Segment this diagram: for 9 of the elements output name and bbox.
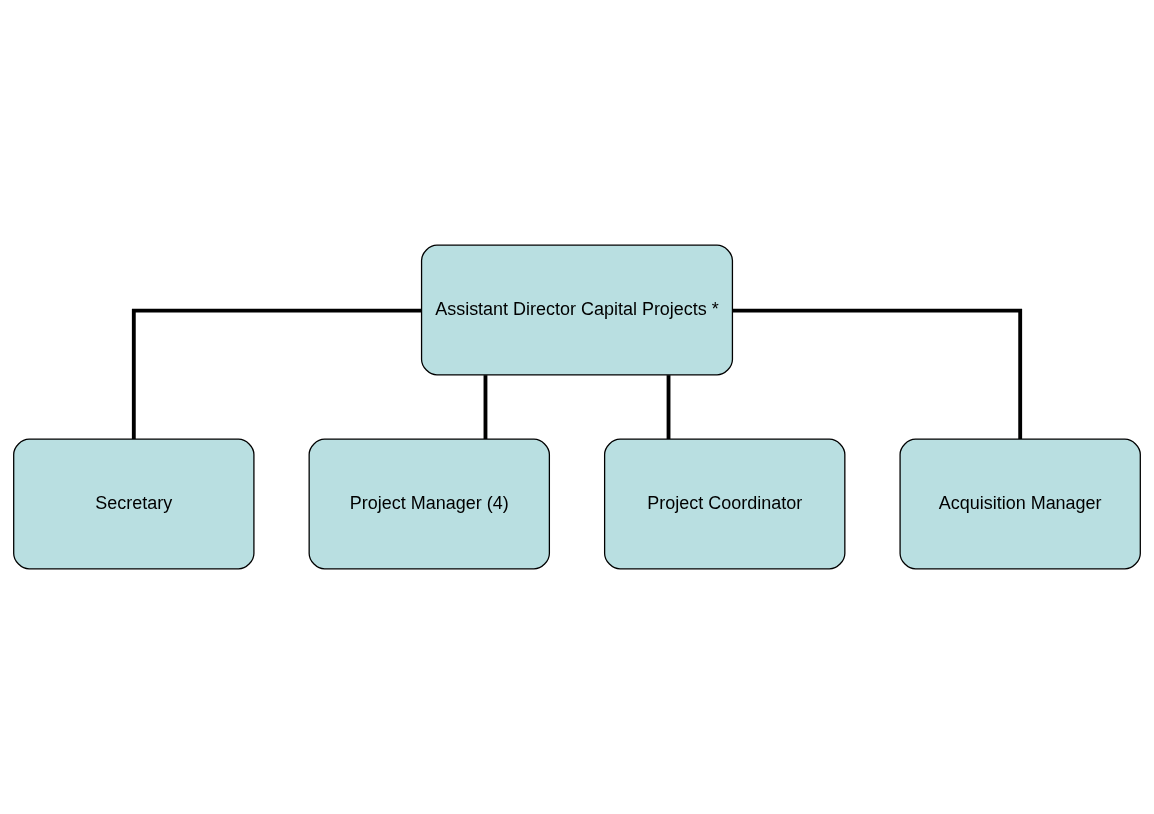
node-box: Project Coordinator — [604, 438, 846, 570]
node-box: Acquisition Manager — [899, 438, 1141, 570]
connector — [732, 308, 1023, 440]
connector — [131, 308, 422, 440]
node-box: Project Manager (4) — [308, 438, 550, 570]
connector — [483, 375, 488, 440]
connector — [666, 375, 671, 440]
node-box: Assistant Director Capital Projects * — [420, 244, 734, 376]
node-box: Secretary — [13, 438, 255, 570]
